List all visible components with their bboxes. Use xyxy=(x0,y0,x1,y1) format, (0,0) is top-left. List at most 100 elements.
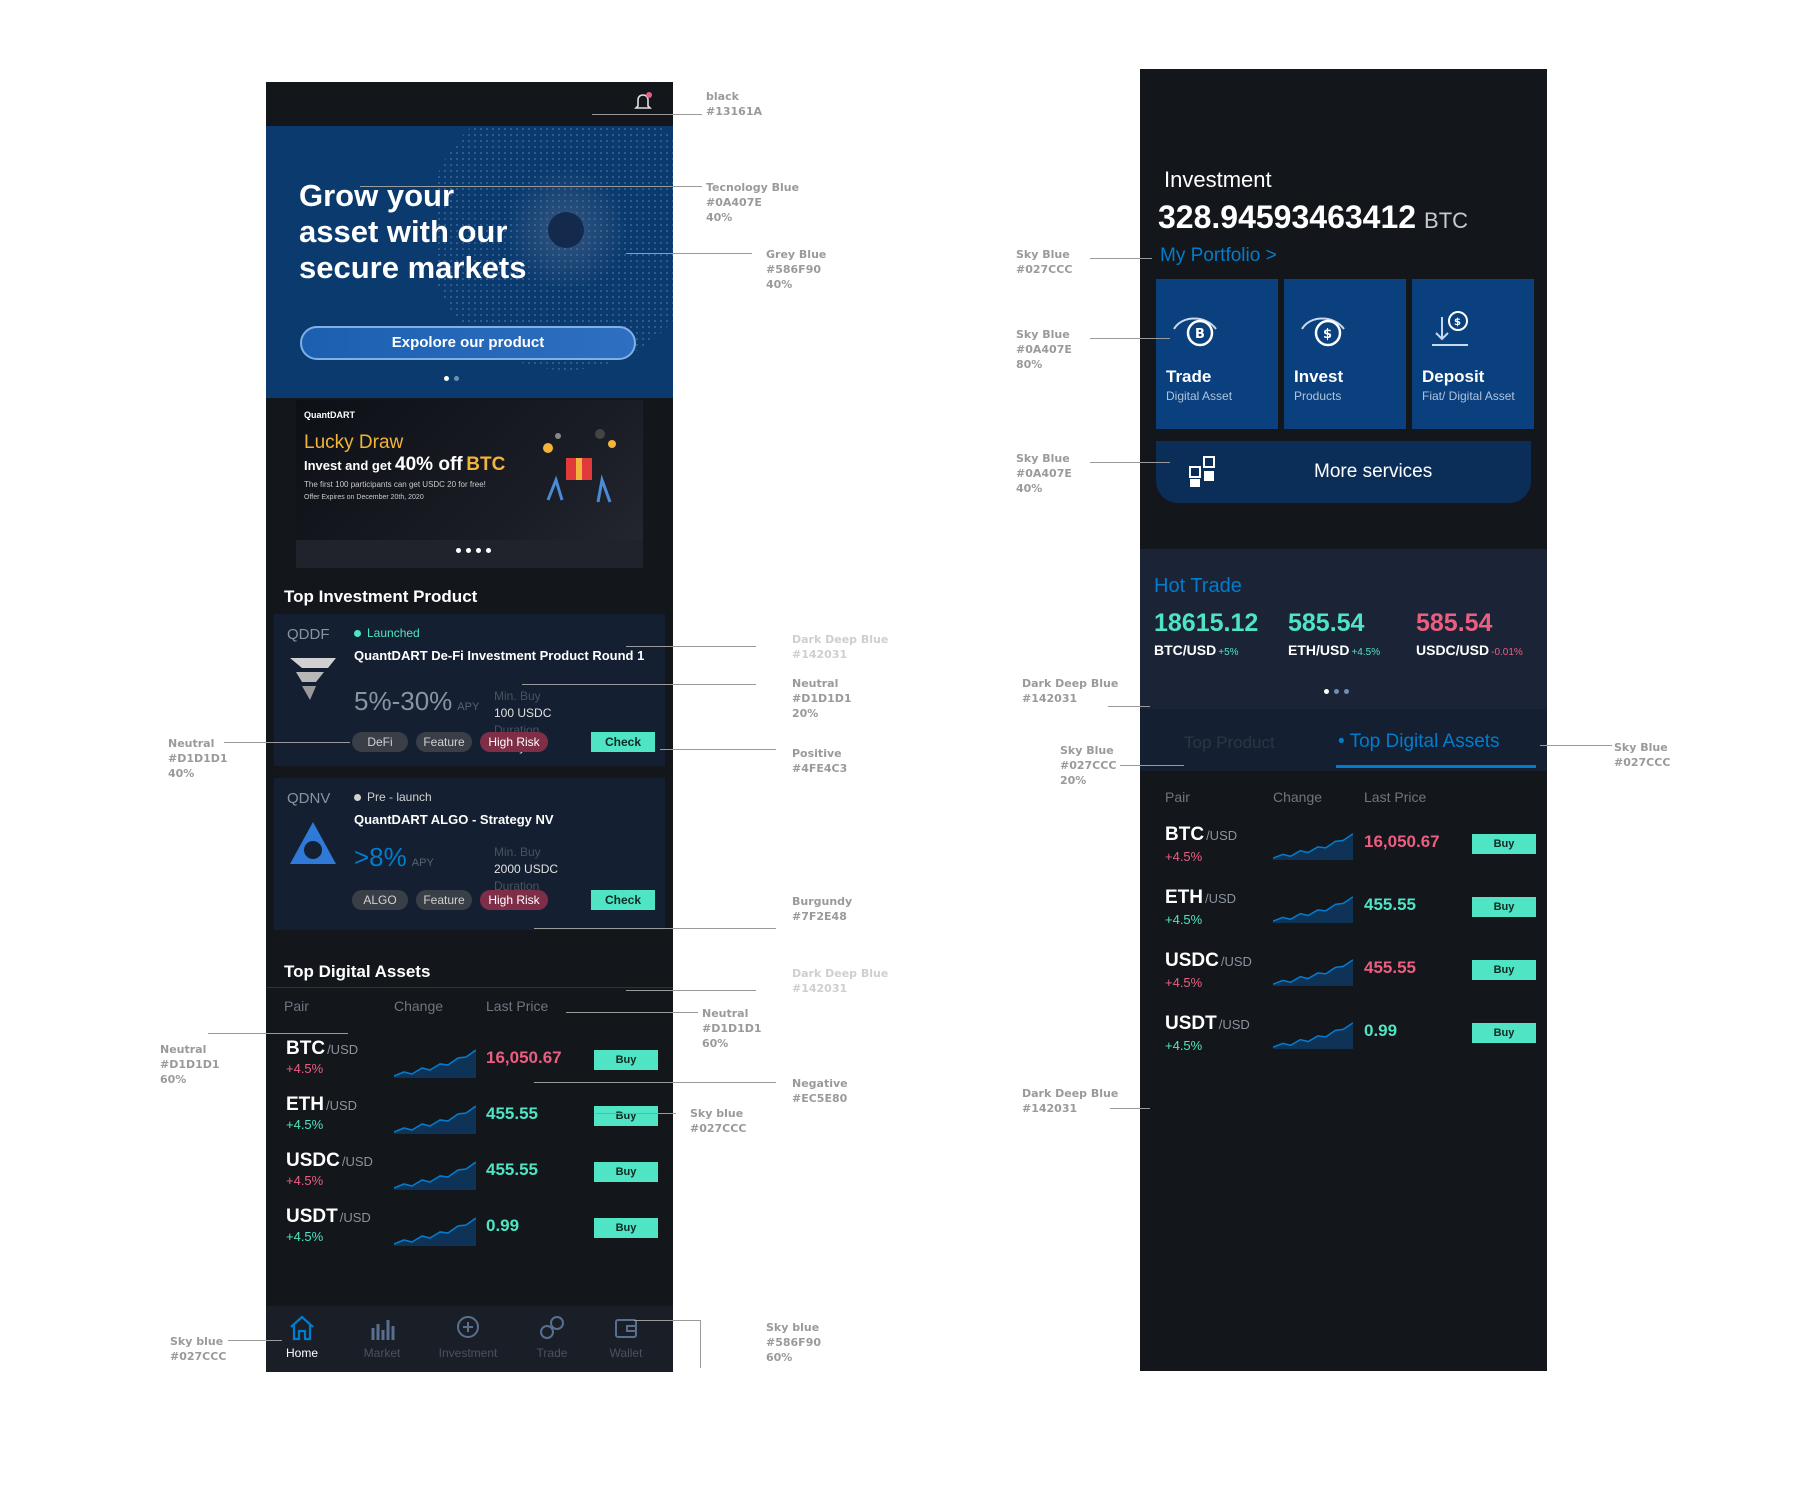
service-deposit[interactable]: $ Deposit Fiat/ Digital Asset xyxy=(1412,279,1534,429)
product-status: Pre - launch xyxy=(354,790,432,804)
annotation-dark-deep-blue: Dark Deep Blue#142031 xyxy=(792,633,889,661)
hot-ticker[interactable]: 585.54 USDC/USD-0.01% xyxy=(1416,609,1523,658)
annotation-leader xyxy=(596,1113,676,1114)
nav-market[interactable]: Market xyxy=(350,1314,414,1360)
asset-symbol: BTC/USD xyxy=(1165,824,1238,845)
annotation-leader xyxy=(660,749,776,750)
asset-change: +4.5% xyxy=(1165,1038,1203,1053)
hero-banner[interactable]: Grow your asset with our secure markets … xyxy=(266,126,673,398)
annotation-black: black#13161A xyxy=(706,90,762,118)
annotation-r-dark-deep-blue-2: Dark Deep Blue#142031 xyxy=(1022,1087,1119,1115)
annotation-negative: Negative#EC5E80 xyxy=(792,1077,848,1105)
buy-button[interactable]: Buy xyxy=(594,1106,658,1126)
hot-ticker[interactable]: 18615.12 BTC/USD+5% xyxy=(1154,609,1259,658)
asset-symbol: ETH/USD xyxy=(286,1094,358,1115)
investment-label: Investment xyxy=(1164,167,1272,192)
svg-text:$: $ xyxy=(1454,317,1461,328)
buy-button[interactable]: Buy xyxy=(1472,1023,1536,1043)
asset-tabs: Top Product • Top Digital Assets xyxy=(1140,709,1547,771)
dollar-eye-icon: $ xyxy=(1301,317,1345,347)
service-subtitle: Fiat/ Digital Asset xyxy=(1422,389,1515,403)
service-title: Deposit xyxy=(1422,367,1485,386)
tag-feature: Feature xyxy=(416,732,472,752)
service-subtitle: Digital Asset xyxy=(1166,389,1233,403)
sparkline-chart xyxy=(1273,833,1353,860)
service-trade[interactable]: B Trade Digital Asset xyxy=(1156,279,1278,429)
product-card[interactable]: QDNV Pre - launch QuantDART ALGO - Strat… xyxy=(274,778,665,930)
col-header-change: Change xyxy=(394,998,444,1014)
tab-active-underline xyxy=(1336,765,1536,768)
svg-text:$: $ xyxy=(1323,327,1332,342)
hot-trade-title: Hot Trade xyxy=(1154,575,1242,597)
product-card[interactable]: QDDF Launched QuantDART De-Fi Investment… xyxy=(274,614,665,766)
buy-button[interactable]: Buy xyxy=(594,1218,658,1238)
service-invest[interactable]: $ Invest Products xyxy=(1284,279,1406,429)
col-header-change: Change xyxy=(1273,789,1323,805)
tab-top-digital-assets[interactable]: • Top Digital Assets xyxy=(1338,731,1500,752)
col-header-last-price: Last Price xyxy=(486,998,549,1014)
asset-price: 455.55 xyxy=(486,1104,538,1123)
annotation-leader xyxy=(534,928,776,929)
more-services-button[interactable]: More services xyxy=(1156,441,1531,503)
svg-text:B: B xyxy=(1195,327,1205,342)
annotation-burgundy: Burgundy#7F2E48 xyxy=(792,895,853,923)
annotation-leader xyxy=(1090,258,1152,259)
nav-trade[interactable]: Trade xyxy=(520,1314,584,1360)
home-screen: Grow your asset with our secure markets … xyxy=(266,82,673,1372)
annotation-leader xyxy=(1090,462,1170,463)
nav-wallet[interactable]: Wallet xyxy=(594,1314,658,1360)
asset-price: 455.55 xyxy=(486,1160,538,1179)
hot-trade-panel: Hot Trade 18615.12 BTC/USD+5% 585.54 ETH… xyxy=(1140,549,1547,709)
notification-bell-icon[interactable] xyxy=(631,90,655,114)
check-button[interactable]: Check xyxy=(591,732,655,752)
hot-trade-carousel-dots[interactable] xyxy=(1324,689,1349,694)
tab-top-product[interactable]: Top Product xyxy=(1184,733,1275,752)
hot-ticker[interactable]: 585.54 ETH/USD+4.5% xyxy=(1288,609,1381,658)
hero-carousel-dots[interactable] xyxy=(444,376,459,381)
promo-carousel-dots[interactable] xyxy=(456,548,491,553)
nav-home[interactable]: Home xyxy=(270,1314,334,1360)
promo-expiry: Offer Expires on December 20th, 2020 xyxy=(304,494,424,501)
asset-price: 0.99 xyxy=(486,1216,520,1235)
service-title: Invest xyxy=(1294,367,1344,386)
buy-button[interactable]: Buy xyxy=(594,1162,658,1182)
my-portfolio-link[interactable]: My Portfolio > xyxy=(1160,245,1277,266)
product-code: QDDF xyxy=(287,626,330,643)
buy-button[interactable]: Buy xyxy=(1472,960,1536,980)
tag-algo: ALGO xyxy=(352,890,408,910)
annotation-r-dark-deep-blue: Dark Deep Blue#142031 xyxy=(1022,677,1119,705)
buy-button[interactable]: Buy xyxy=(1472,897,1536,917)
product-code: QDNV xyxy=(287,790,331,807)
buy-button[interactable]: Buy xyxy=(1472,834,1536,854)
product-name: QuantDART ALGO - Strategy NV xyxy=(354,812,554,827)
nav-investment[interactable]: Investment xyxy=(436,1314,500,1360)
section-divider xyxy=(266,987,673,988)
annotation-leader xyxy=(522,684,756,685)
annotation-leader xyxy=(224,742,350,743)
annotation-dark-deep-blue-2: Dark Deep Blue#142031 xyxy=(792,967,889,995)
promo-banner[interactable]: QuantDART Lucky Draw Invest and get 40% … xyxy=(296,400,643,568)
explore-product-button[interactable]: Expolore our product xyxy=(300,326,636,360)
check-button[interactable]: Check xyxy=(591,890,655,910)
hero-title: Grow your asset with our secure markets xyxy=(299,178,527,285)
promo-headline: Invest and get 40% off BTC xyxy=(304,454,506,475)
buy-button[interactable]: Buy xyxy=(594,1050,658,1070)
algo-triangle-logo-icon xyxy=(290,822,336,864)
asset-change: +4.5% xyxy=(1165,912,1203,927)
